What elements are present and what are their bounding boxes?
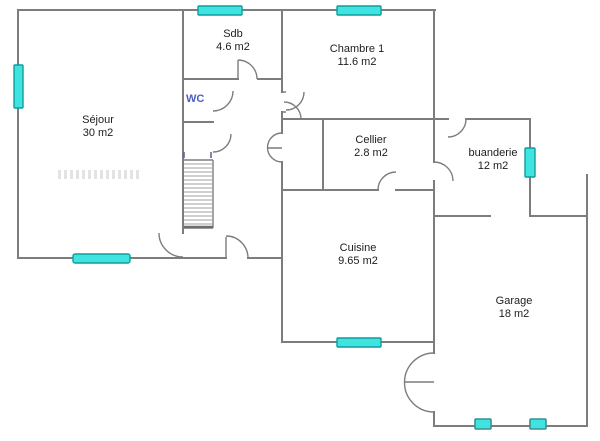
vent-garage-1 bbox=[474, 418, 492, 430]
window-chambre1-top bbox=[336, 5, 382, 16]
door-arcs bbox=[158, 59, 467, 413]
staircase-marks bbox=[183, 152, 212, 158]
door-arc-cellier-buanderie bbox=[433, 161, 454, 182]
window-sdb-top bbox=[197, 5, 243, 16]
door-arc-hall bbox=[212, 133, 232, 153]
room-label-sdb: Sdb 4.6 m2 bbox=[216, 28, 250, 54]
room-name: Cuisine bbox=[339, 242, 377, 254]
windows bbox=[13, 5, 547, 430]
staircase-outline bbox=[184, 159, 214, 229]
window-buanderie-right bbox=[524, 147, 536, 178]
watermark bbox=[58, 170, 142, 179]
room-name: Sdb bbox=[223, 28, 243, 40]
door-arc-garage bbox=[403, 352, 435, 413]
door-arc-chambre1 bbox=[285, 91, 305, 111]
staircase bbox=[183, 152, 214, 229]
room-label-cellier: Cellier 2.8 m2 bbox=[354, 134, 388, 160]
staircase-treads bbox=[184, 163, 212, 225]
room-label-cuisine: Cuisine 9.65 m2 bbox=[338, 242, 378, 268]
room-area: 4.6 m2 bbox=[216, 41, 250, 53]
window-cuisine-bottom bbox=[336, 337, 382, 348]
room-label-wc: WC bbox=[186, 93, 205, 105]
door-arc-entry bbox=[225, 235, 249, 259]
door-arc-sejour bbox=[158, 232, 184, 258]
door-leaves bbox=[225, 60, 286, 258]
door-arc-buanderie bbox=[447, 118, 467, 138]
door-arc-cellier bbox=[377, 171, 397, 191]
wall-outline bbox=[17, 9, 588, 427]
room-area: 18 m2 bbox=[498, 308, 530, 320]
room-area: 12 m2 bbox=[477, 160, 509, 172]
door-arc-sdb bbox=[237, 59, 258, 80]
walls bbox=[17, 9, 588, 427]
room-name: Garage bbox=[495, 295, 533, 307]
room-label-chambre1: Chambre 1 11.6 m2 bbox=[330, 43, 384, 69]
room-area: 30 m2 bbox=[82, 127, 114, 139]
room-label-garage: Garage 18 m2 bbox=[496, 295, 533, 321]
door-arc-chambre1-b bbox=[283, 101, 302, 120]
room-name: Chambre 1 bbox=[329, 43, 385, 55]
room-label-buanderie: buanderie 12 m2 bbox=[469, 147, 518, 173]
window-sejour-left bbox=[13, 64, 24, 109]
room-name: buanderie bbox=[468, 147, 518, 159]
room-area: 9.65 m2 bbox=[338, 255, 378, 267]
window-sejour-bottom bbox=[72, 253, 131, 264]
room-name: Séjour bbox=[82, 114, 114, 126]
door-arc-hall-cuisine bbox=[266, 132, 283, 163]
room-label-sejour: Séjour 30 m2 bbox=[82, 114, 114, 140]
room-name: Cellier bbox=[355, 134, 387, 146]
vent-garage-2 bbox=[529, 418, 547, 430]
room-area: 2.8 m2 bbox=[354, 147, 388, 159]
door-arc-wc bbox=[212, 90, 234, 112]
room-area: 11.6 m2 bbox=[337, 56, 377, 68]
